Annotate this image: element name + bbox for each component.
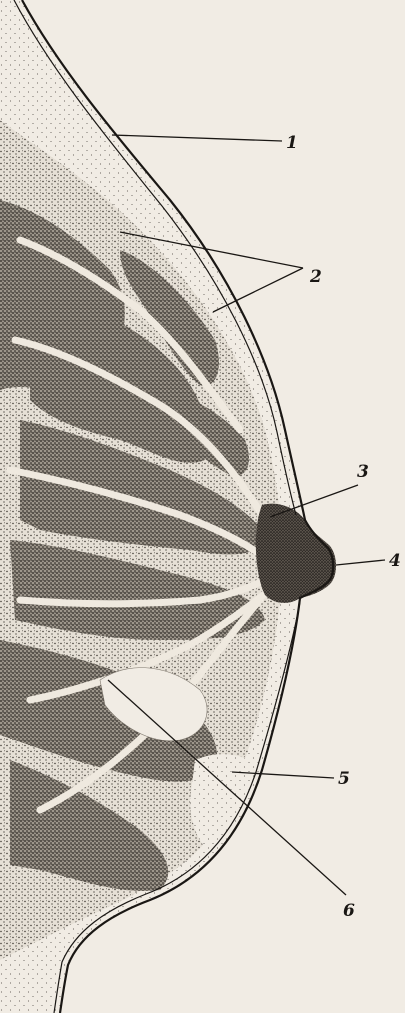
callout-4: 4 [389,551,401,571]
callout-6: 6 [343,901,355,921]
callout-2: 2 [309,267,322,287]
callout-5: 5 [338,769,350,789]
callout-1: 1 [286,133,298,153]
callout-3: 3 [357,462,369,482]
